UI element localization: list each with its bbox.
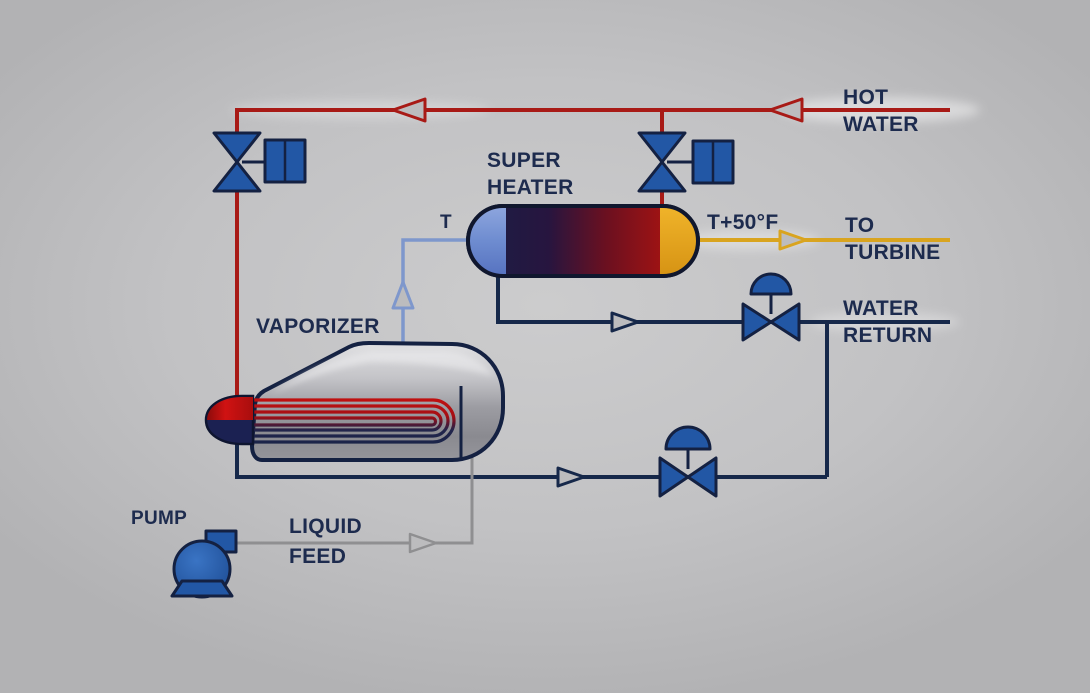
to-turbine-arrow xyxy=(778,229,808,251)
hot-end-cap-icon xyxy=(660,206,698,276)
return-valve-superheater[interactable] xyxy=(741,272,801,342)
u-tube-coil-icon xyxy=(253,398,456,444)
valve-body-icon xyxy=(637,131,687,164)
dome-actuator-icon xyxy=(664,425,712,451)
vaporizer-vessel xyxy=(204,340,505,462)
hot-water-label: HOT WATER xyxy=(843,86,919,136)
to-turbine-line xyxy=(698,229,950,251)
valve-body-icon xyxy=(741,302,773,342)
hot-water-line xyxy=(235,97,950,426)
super-heater xyxy=(466,204,700,278)
hot-water-arrow-left xyxy=(391,97,427,123)
water-return-arrow xyxy=(610,311,640,333)
cold-end-cap-icon xyxy=(468,206,506,276)
water-return-label: WATER RETURN xyxy=(843,297,933,347)
temperature-out-label: T+50°F xyxy=(707,211,779,234)
to-turbine-label: TO TURBINE xyxy=(845,214,941,264)
vapor-arrow-up xyxy=(391,280,415,310)
super-heater-label: SUPER HEATER xyxy=(487,149,574,199)
pump-label: PUMP xyxy=(131,508,188,529)
pump-symbol[interactable] xyxy=(170,529,238,599)
temperature-in-label: T xyxy=(440,212,452,233)
hot-water-arrow-right xyxy=(768,97,804,123)
return-valve-vaporizer[interactable] xyxy=(658,425,718,498)
control-valve-vaporizer[interactable] xyxy=(212,131,307,193)
control-valve-superheater[interactable] xyxy=(637,131,735,193)
pump-base-icon xyxy=(170,579,234,598)
vaporizer-return-arrow xyxy=(556,466,586,488)
vapor-line xyxy=(391,238,470,346)
tube-bundle-icon xyxy=(502,214,666,267)
liquid-feed-label: LIQUID FEED xyxy=(289,515,362,568)
dome-actuator-icon xyxy=(749,272,793,296)
vaporizer-label: VAPORIZER xyxy=(256,315,380,338)
liquid-feed-line xyxy=(232,456,474,554)
liquid-feed-arrow xyxy=(408,532,438,554)
valve-body-icon xyxy=(658,456,690,498)
hot-water-inlet-cap-icon xyxy=(204,394,255,446)
valve-body-icon xyxy=(212,131,262,164)
